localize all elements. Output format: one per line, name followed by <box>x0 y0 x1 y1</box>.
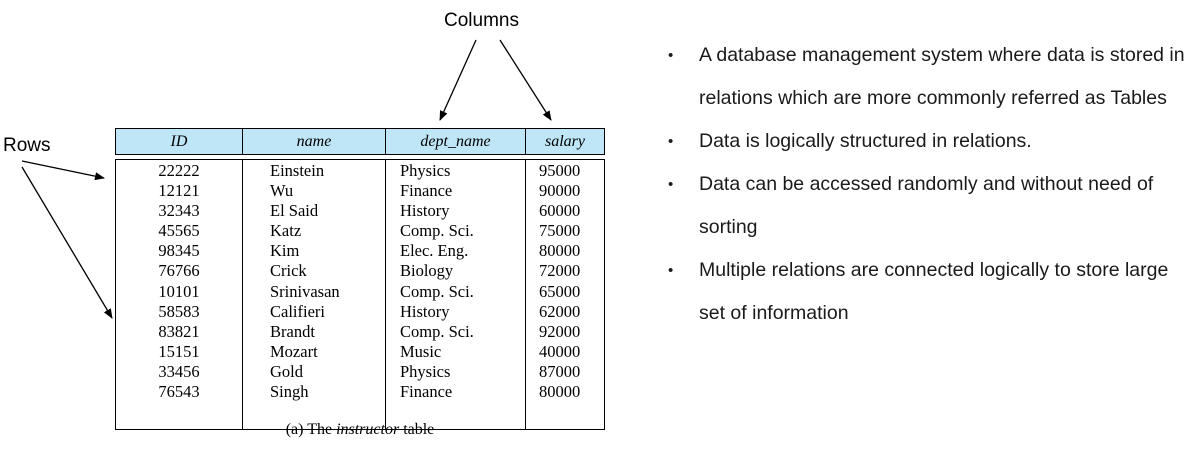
table-cell: 65000 <box>539 281 581 301</box>
table-cell: 75000 <box>539 221 581 241</box>
bullet-item: • Data is logically structured in relatio… <box>668 120 1198 163</box>
column-name: Einstein Wu El Said Katz Kim Crick Srini… <box>243 160 386 429</box>
rows-label: Rows <box>3 135 51 156</box>
caption-suffix: table <box>399 421 435 438</box>
table-cell: Singh <box>270 382 309 402</box>
header-dept-name: dept_name <box>386 129 526 154</box>
table-caption: (a) The instructor table <box>115 421 605 439</box>
bullet-text: Data can be accessed randomly and withou… <box>699 173 1154 238</box>
table-cell: Califieri <box>270 301 325 321</box>
columns-label: Columns <box>444 10 519 31</box>
header-id: ID <box>116 129 243 154</box>
table-cell: 98345 <box>158 241 200 261</box>
table-cell: Brandt <box>270 321 315 341</box>
table-cell: Finance <box>400 181 453 201</box>
bullet-item: • Data can be accessed randomly and witho… <box>668 163 1198 249</box>
table-cell: Srinivasan <box>270 281 340 301</box>
table-cell: Comp. Sci. <box>400 281 474 301</box>
table-header-row: ID name dept_name salary <box>115 128 605 155</box>
bullet-dot-icon: • <box>668 47 674 64</box>
table-cell: 22222 <box>158 161 200 180</box>
bullet-item: • A database management system where data… <box>668 34 1198 120</box>
table-cell: 12121 <box>158 181 200 201</box>
arrow-to-dept-name <box>439 39 477 121</box>
caption-prefix: (a) The <box>285 421 337 438</box>
bullet-dot-icon: • <box>668 176 674 193</box>
table-cell: Mozart <box>270 341 318 361</box>
header-name: name <box>243 129 386 154</box>
column-id: 22222 12121 32343 45565 98345 76766 1010… <box>116 160 243 429</box>
bullet-text: A database management system where data … <box>699 44 1185 109</box>
table-body: 22222 12121 32343 45565 98345 76766 1010… <box>115 159 605 430</box>
arrow-to-first-row <box>21 160 105 181</box>
table-cell: Gold <box>270 361 303 381</box>
table-cell: History <box>400 201 450 221</box>
table-cell: 60000 <box>539 201 581 221</box>
bullet-text: Data is logically structured in relation… <box>699 130 1032 152</box>
table-cell: Wu <box>270 181 294 201</box>
bullet-dot-icon: • <box>668 262 674 279</box>
table-cell: 32343 <box>158 201 200 221</box>
table-cell: Physics <box>400 161 451 180</box>
table-cell: Crick <box>270 261 307 281</box>
table-cell: Music <box>400 341 442 361</box>
table-cell: 58583 <box>158 301 200 321</box>
table-cell: 45565 <box>158 221 200 241</box>
table-cell: 72000 <box>539 261 581 281</box>
arrow-to-eighth-row <box>21 166 113 319</box>
table-cell: Katz <box>270 221 302 241</box>
caption-emphasis: instructor <box>336 421 400 438</box>
table-cell: 95000 <box>539 161 581 180</box>
table-cell: Elec. Eng. <box>400 241 469 261</box>
bullet-dot-icon: • <box>668 133 674 150</box>
table-cell: 15151 <box>158 341 200 361</box>
table-cell: Einstein <box>270 161 325 180</box>
table-cell: 62000 <box>539 301 581 321</box>
table-cell: 90000 <box>539 181 581 201</box>
table-cell: El Said <box>270 201 319 221</box>
table-cell: 92000 <box>539 321 581 341</box>
table-cell: Kim <box>270 241 300 261</box>
bullet-text: Multiple relations are connected logical… <box>699 259 1169 324</box>
table-cell: Finance <box>400 382 453 402</box>
table-cell: 80000 <box>539 382 581 402</box>
table-cell: 40000 <box>539 341 581 361</box>
table-cell: Comp. Sci. <box>400 221 474 241</box>
table-cell: 10101 <box>158 281 200 301</box>
table-cell: Comp. Sci. <box>400 321 474 341</box>
table-cell: Biology <box>400 261 454 281</box>
bullet-item: • Multiple relations are connected logica… <box>668 249 1198 335</box>
table-cell: 33456 <box>158 361 200 381</box>
header-salary: salary <box>545 133 585 150</box>
table-cell: 80000 <box>539 241 581 261</box>
table-cell: History <box>400 301 450 321</box>
bullet-list: • A database management system where data… <box>668 34 1198 335</box>
table-cell: 76766 <box>158 261 200 281</box>
table-cell: Physics <box>400 361 451 381</box>
table-cell: 87000 <box>539 361 581 381</box>
column-salary: 95000 90000 60000 75000 80000 72000 6500… <box>526 160 604 429</box>
arrow-to-salary <box>499 39 552 121</box>
table-cell: 76543 <box>158 382 200 402</box>
table-cell: 83821 <box>158 321 200 341</box>
column-dept-name: Physics Finance History Comp. Sci. Elec.… <box>386 160 526 429</box>
instructor-table: ID name dept_name salary 22222 12121 323… <box>115 128 605 430</box>
